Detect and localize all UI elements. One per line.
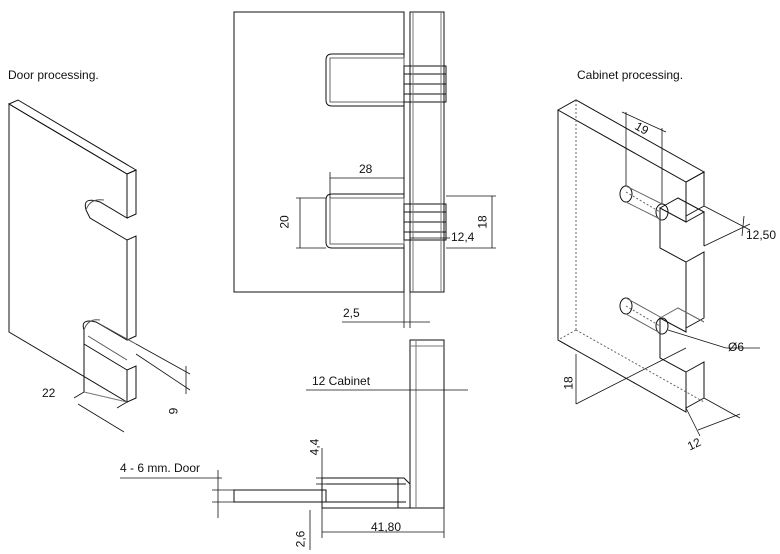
dim-door-thickness: 4 - 6 mm. Door [120,461,201,475]
dim-2-5: 2,5 [343,306,360,320]
dim-9: 9 [166,407,181,415]
cabinet-isometric-view [556,99,706,413]
door-processing-title: Door processing. [8,68,99,82]
dim-41-80: 41,80 [371,520,402,534]
dim-18-front: 18 [475,215,490,229]
dim-22: 22 [42,386,56,400]
dim-12-50: 12,50 [746,228,777,242]
dim-18-cabinet: 18 [561,376,576,390]
cabinet-dimensions [557,111,760,437]
dim-28: 28 [359,162,373,176]
front-view-dimensions [296,172,496,328]
cabinet-processing-title: Cabinet processing. [577,68,684,82]
dim-12-4: 12,4 [451,230,475,244]
dim-12-cabinet: 12 Cabinet [312,374,371,388]
front-view [233,11,447,293]
door-dimensions [73,343,191,433]
door-isometric-view [7,99,138,403]
dim-20: 20 [277,215,292,229]
dim-4-4: 4,4 [307,438,322,456]
dim-diameter-6: Ø6 [728,340,745,354]
top-view [233,339,445,509]
dim-2-6: 2,6 [293,530,308,548]
top-view-dimensions [120,389,468,550]
